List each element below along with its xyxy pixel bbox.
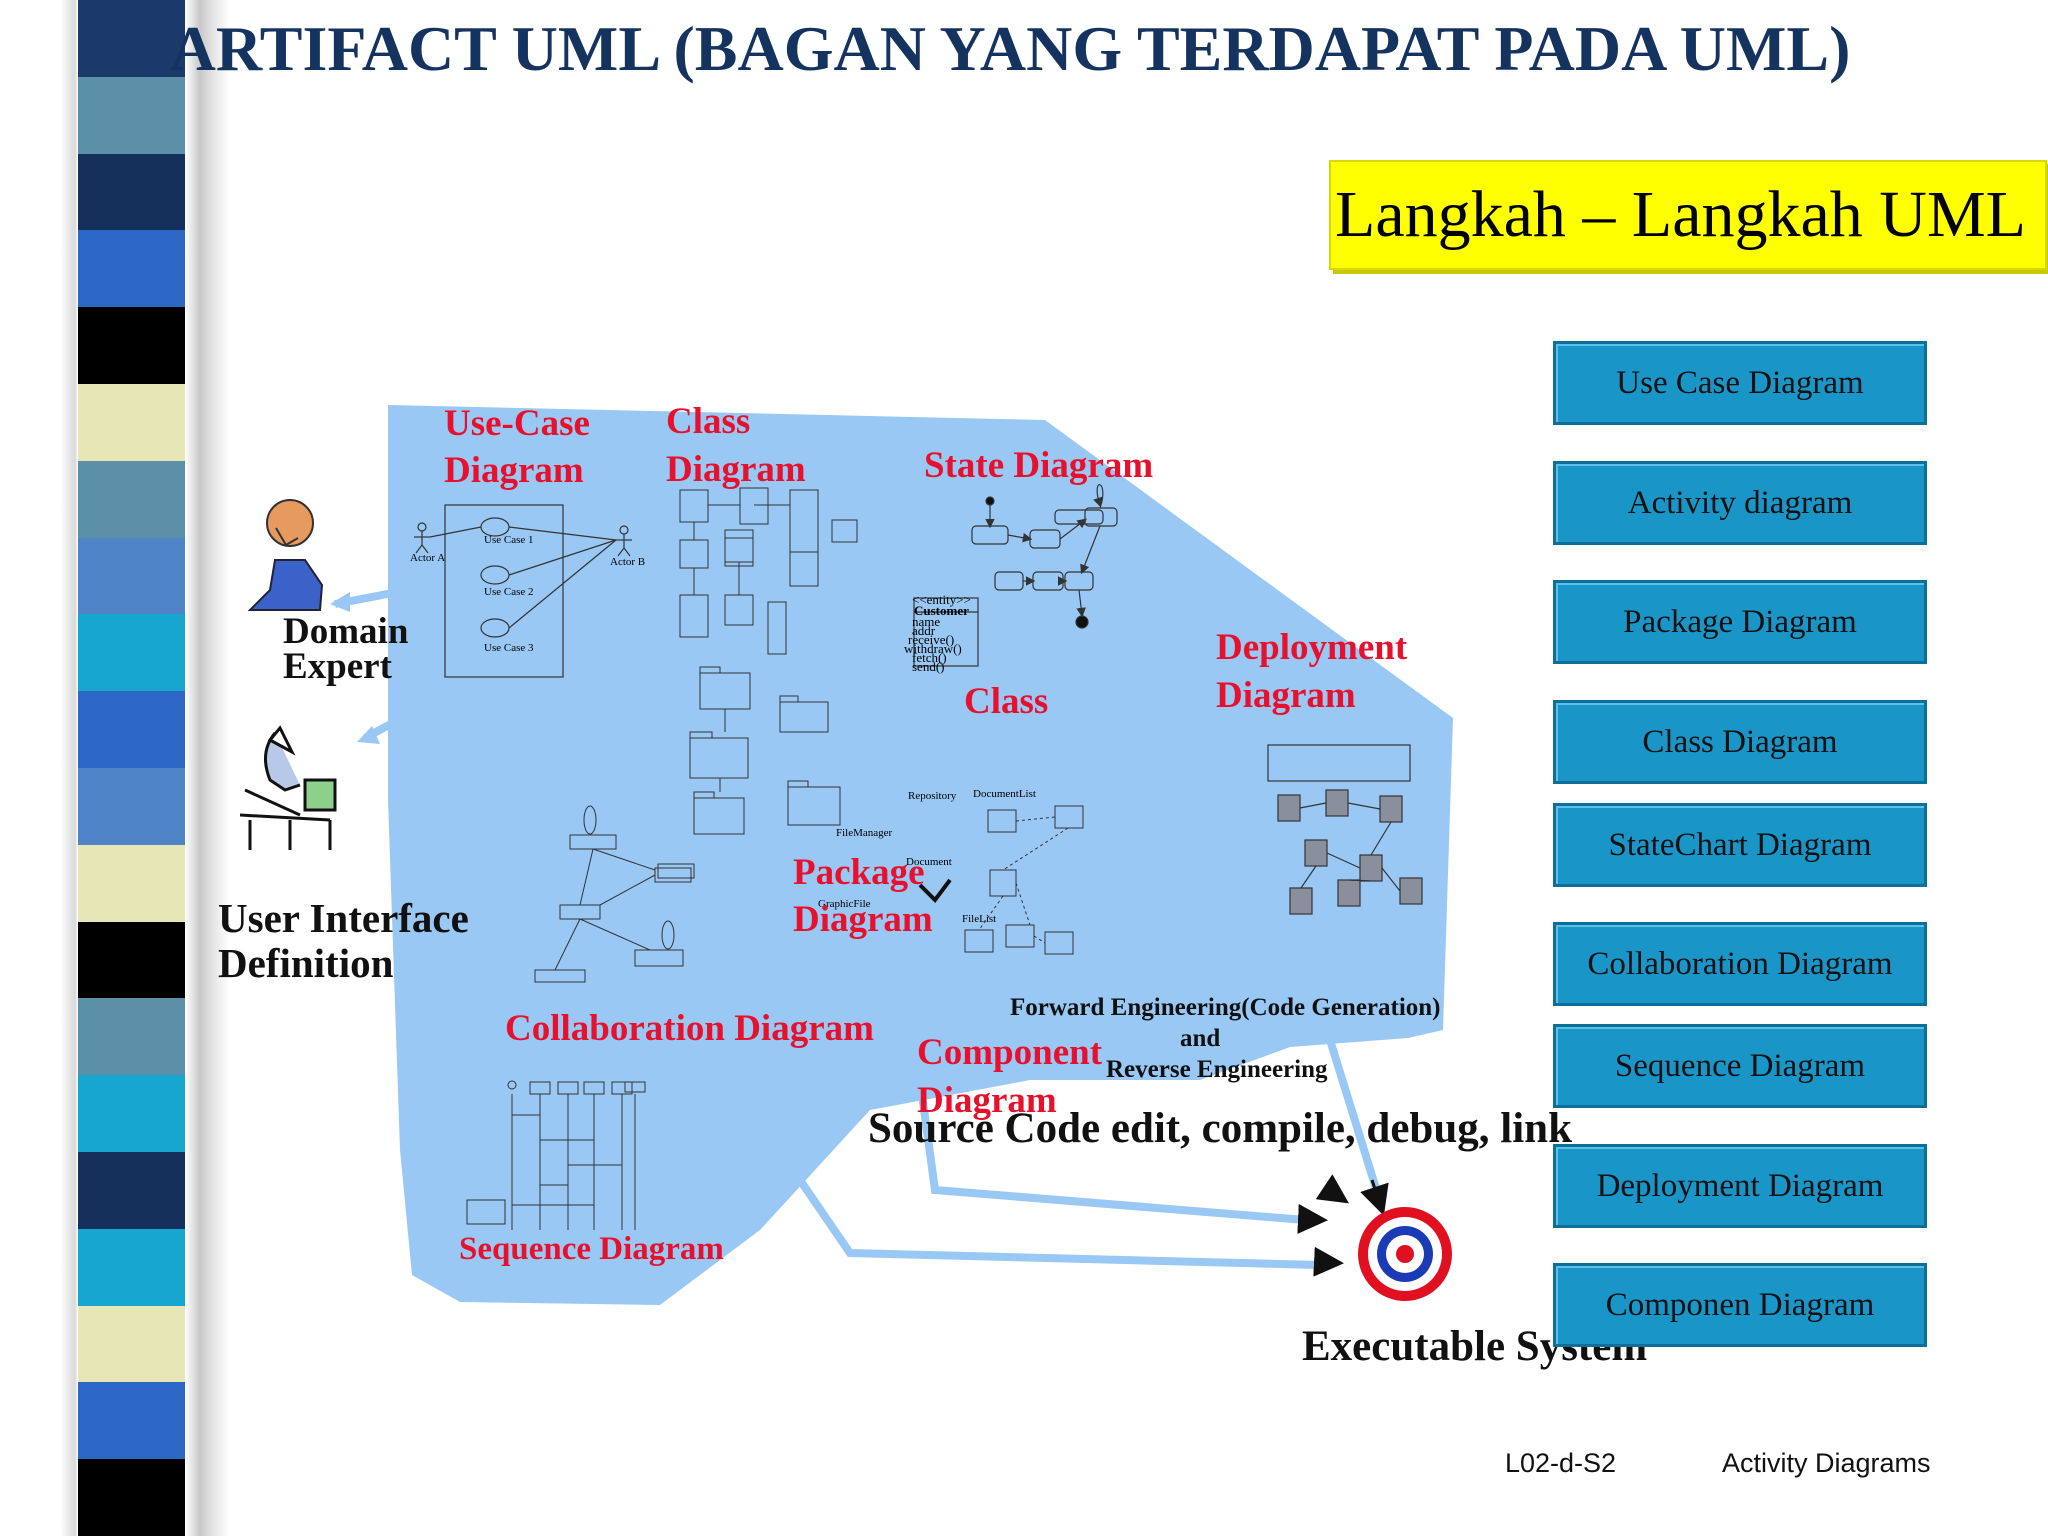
arrow-into-target-4 <box>1360 1179 1389 1216</box>
and-label: and <box>1180 1025 1221 1052</box>
stripe-segment <box>78 921 185 999</box>
diagram-blob <box>388 405 1453 1305</box>
stripe-segment <box>78 460 185 538</box>
domain-expert-label-line1: Domain <box>283 611 409 652</box>
stripe-segment <box>78 1075 185 1152</box>
arrow-into-target-1 <box>1297 1203 1328 1234</box>
collaboration-label: Collaboration Diagram <box>505 1008 874 1049</box>
stripe-segment <box>78 76 185 154</box>
ui-designer-icon <box>239 725 337 850</box>
mini-customer-class <box>913 597 979 667</box>
arrow-into-target-3 <box>1315 1174 1349 1204</box>
band-to-target-3 <box>1326 1038 1382 1197</box>
band-to-target-1 <box>916 1079 1306 1224</box>
class-diagram-label-line1: Class <box>666 401 751 442</box>
use-case-diagram-button[interactable]: Use Case Diagram <box>1553 341 1927 425</box>
arrow-head-domain <box>330 592 350 612</box>
arrow-head-ui <box>357 726 380 744</box>
actor-b-label: Actor B <box>610 556 646 568</box>
component-label-line1: Component <box>917 1032 1103 1073</box>
sequence-label: Sequence Diagram <box>459 1231 724 1267</box>
document-label: Document <box>906 856 952 868</box>
stripe-segment <box>78 998 185 1076</box>
use-case-2-label: Use Case 2 <box>484 586 534 598</box>
graphic-file-label: GraphicFile <box>818 898 871 910</box>
domain-expert-label-line2: Expert <box>283 646 392 687</box>
stripe-segment <box>78 844 185 922</box>
customer-attr-1: addr <box>912 623 936 638</box>
slide-title: ARTIFACT UML (BAGAN YANG TERDAPAT PADA U… <box>169 13 1851 84</box>
stripe-segment <box>78 383 185 461</box>
stripe-column <box>78 0 185 1536</box>
customer-attr-5: send() <box>912 659 945 674</box>
componen-diagram-button[interactable]: Componen Diagram <box>1553 1263 1927 1347</box>
target-icon <box>1358 1207 1452 1301</box>
customer-attr-4: fetch() <box>912 650 947 665</box>
stripe-segment <box>78 1459 185 1536</box>
deployment-label-line2: Diagram <box>1216 675 1356 716</box>
stripe-segment <box>78 1382 185 1460</box>
stripe-segment <box>78 307 185 384</box>
package-diagram-button[interactable]: Package Diagram <box>1553 580 1927 664</box>
stripe-segment <box>78 691 185 768</box>
stripe-segment <box>78 153 185 231</box>
deployment-label-line1: Deployment <box>1216 627 1408 668</box>
langkah-heading: Langkah – Langkah UML <box>1329 160 2047 270</box>
footer-slide-code: L02-d-S2 <box>1505 1448 1617 1478</box>
ui-definition-label-line2: Definition <box>218 940 394 986</box>
class-diagram-button[interactable]: Class Diagram <box>1553 700 1927 784</box>
deployment-diagram-button[interactable]: Deployment Diagram <box>1553 1144 1927 1228</box>
activity-diagram-button[interactable]: Activity diagram <box>1553 461 1927 545</box>
customer-class-name: Customer <box>914 603 969 618</box>
class-label: Class <box>964 681 1049 722</box>
footer-topic: Activity Diagrams <box>1722 1448 1931 1478</box>
customer-attr-3: withdraw() <box>904 641 962 656</box>
file-list-label: FileList <box>962 913 997 925</box>
component-label-line2: Diagram <box>917 1080 1057 1121</box>
use-case-1-label: Use Case 1 <box>484 534 534 546</box>
domain-expert-icon <box>247 499 324 611</box>
stripe-segment <box>78 614 185 692</box>
mini-package-diagram <box>918 805 1084 955</box>
class-diagram-label-line2: Diagram <box>666 449 806 490</box>
stripe-segment <box>78 0 185 77</box>
use-case-label-line1: Use-Case <box>444 403 590 444</box>
statechart-diagram-button[interactable]: StateChart Diagram <box>1553 803 1927 887</box>
state-diagram-label: State Diagram <box>924 445 1154 486</box>
entity-stereotype: <<entity>> <box>912 592 971 607</box>
arrow-into-target-2 <box>1313 1246 1344 1277</box>
package-label-line2: Diagram <box>793 899 933 940</box>
forward-engineering-label: Forward Engineering(Code Generation) <box>1010 994 1441 1021</box>
sequence-diagram-button[interactable]: Sequence Diagram <box>1553 1024 1927 1108</box>
mini-collaboration-diagram <box>534 805 695 983</box>
document-list-label: DocumentList <box>973 788 1036 800</box>
file-manager-label: FileManager <box>836 827 893 839</box>
mini-deployment-diagram <box>1267 744 1423 915</box>
source-code-label: Source Code edit, compile, debug, link <box>868 1105 1572 1152</box>
stripe-segment <box>78 1305 185 1383</box>
use-case-label-line2: Diagram <box>444 450 584 491</box>
stripe-segment <box>78 1151 185 1229</box>
mini-class-diagram <box>679 487 858 835</box>
package-label-line1: Package <box>793 852 925 893</box>
collaboration-diagram-button[interactable]: Collaboration Diagram <box>1553 922 1927 1006</box>
repository-label: Repository <box>908 790 957 802</box>
stripe-segment <box>78 1228 185 1306</box>
stripe-segment <box>78 767 185 845</box>
mini-use-case-diagram <box>414 504 632 678</box>
reverse-engineering-label: Reverse Engineering <box>1106 1056 1328 1083</box>
mini-sequence-diagram <box>466 1080 646 1230</box>
customer-attr-2: receive() <box>908 632 955 647</box>
band-to-target-2 <box>796 1177 1321 1269</box>
customer-attr-0: name <box>912 614 941 629</box>
stripe-segment <box>78 230 185 308</box>
ui-definition-label-line1: User Interface <box>218 895 469 941</box>
mini-state-diagram <box>971 484 1118 629</box>
actor-a-label: Actor A <box>410 552 446 564</box>
stripe-segment <box>78 537 185 615</box>
use-case-3-label: Use Case 3 <box>484 642 534 654</box>
